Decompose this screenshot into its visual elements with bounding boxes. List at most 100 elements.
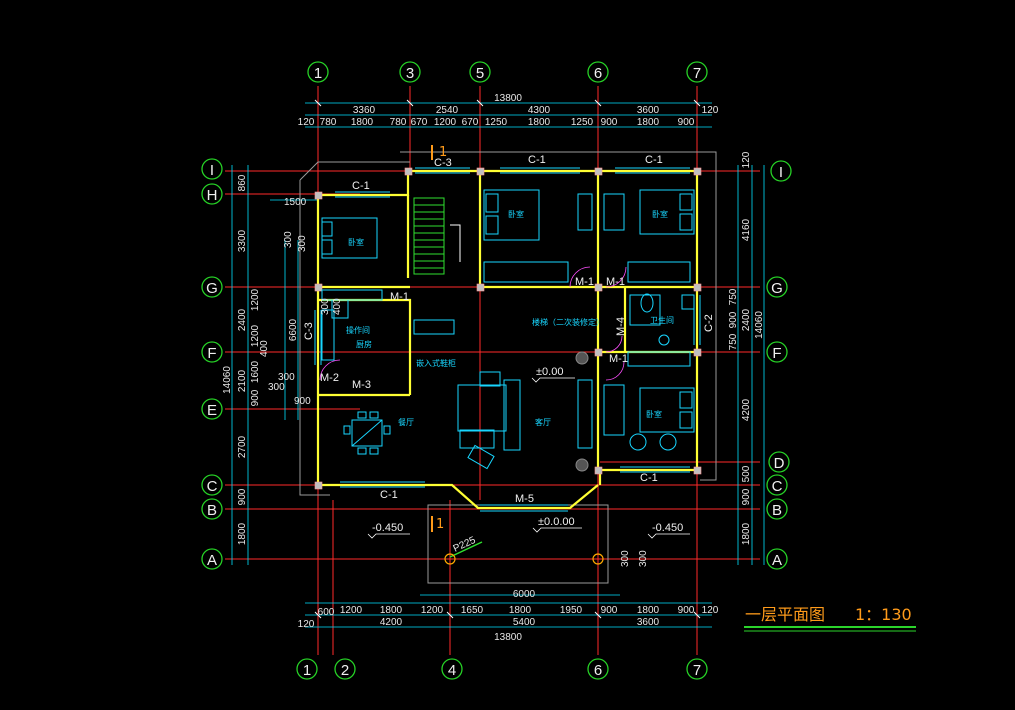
room-labels: 卧室 卧室 卧室 卧室 厨房 操作间 餐厅 客厅 卫生间 楼梯（二次装修定） 嵌… [346,209,674,427]
label-c1-right-bottom: C-1 [640,472,658,484]
label-c1-top-right: C-1 [645,154,663,166]
dim-top-edge-left: 120 [298,117,315,128]
columns-round [575,351,589,472]
dim-top-r2-10: 1800 [637,117,660,128]
dim-right-inner-1: 900 [728,311,739,328]
dim-bottom-r2-9: 900 [678,605,695,616]
dim-left-2: 2400 [237,308,248,331]
dim-top-total: 13800 [494,93,522,104]
axis-bottom-4: 4 [448,662,456,679]
section-mark-top: 1 [439,145,447,160]
room-bedroom-left: 卧室 [348,237,364,247]
level-marks: ±0.00 ±0.0.00 -0.450 -0.450 [367,366,690,539]
label-c3-left: C-3 [303,322,315,340]
room-shoe-cabinet: 嵌入式鞋柜 [416,358,456,368]
label-m1-kitchen: M-1 [390,291,409,303]
axis-right-F: F [772,345,781,362]
dim-left-inner-1: 1200 [250,324,261,347]
axis-left-H: H [207,187,218,204]
label-c1-top-mid: C-1 [528,154,546,166]
dim-bottom-r2-3: 1200 [421,605,444,616]
dim-bottom-r1-2: 3600 [637,617,660,628]
dim-top-r2-1: 1800 [351,117,374,128]
room-dining: 餐厅 [398,418,414,427]
dim-left-inner-2: 1600 [250,360,261,383]
dimension-lines [231,99,765,628]
axis-top-3: 3 [406,65,414,82]
room-bedroom-mid: 卧室 [508,209,524,219]
label-m1-bed-right: M-1 [606,276,625,288]
dim-right-total: 14060 [754,311,765,339]
label-m1-guest: M-1 [609,353,628,365]
dim-bottom-r2-5: 1800 [509,605,532,616]
dimension-text-right: 120 4160 2400 4200 500 900 1800 14060 75… [728,151,765,545]
columns [314,167,702,490]
dim-misc-300a: 300 [283,231,294,248]
dim-top-r1-1: 2540 [436,105,459,116]
dim-misc-300g: 300 [638,550,649,567]
dim-right-inner-2: 750 [728,333,739,350]
dim-misc-p225: P225 [452,535,478,555]
dim-top-r1-0: 3360 [353,105,376,116]
dim-left-inner-3: 900 [250,389,261,406]
dim-bottom-r1-1: 5400 [513,617,536,628]
dim-misc-400b: 400 [259,340,270,357]
dim-misc-300b: 300 [297,235,308,252]
room-operation: 操作间 [346,325,370,335]
dim-top-r1-3: 3600 [637,105,660,116]
dim-bottom-total: 13800 [494,632,522,643]
dim-misc-900: 900 [294,396,311,407]
dim-left-4: 2700 [237,435,248,458]
axis-top-6: 6 [594,65,602,82]
drawing-scale: 1：130 [855,605,912,624]
axis-right-I: I [779,164,783,181]
dim-left-total: 14060 [222,366,233,394]
drawing-title: 一层平面图 [745,605,825,624]
dim-left-0: 860 [237,174,248,191]
dim-bottom-r2-4: 1650 [461,605,484,616]
label-m1-bed-mid: M-1 [575,276,594,288]
label-c1-bottom-left: C-1 [380,489,398,501]
dim-left-5: 900 [237,488,248,505]
dim-right-6: 1800 [741,522,752,545]
dim-left-inner-0: 1200 [250,288,261,311]
label-m5: M-5 [515,493,534,505]
label-m2: M-2 [320,372,339,384]
dim-bottom-edge-left: 120 [298,619,315,630]
dim-bottom-r2-0: 600 [318,607,335,618]
dim-bottom-r2-1: 1200 [340,605,363,616]
dim-left-1: 3300 [237,229,248,252]
column-bottom-left [444,553,456,565]
dim-right-3: 4200 [741,398,752,421]
door-swings [319,266,627,381]
axis-bottom-6: 6 [594,662,602,679]
dimension-text-misc: 1500 300 300 300 400 300 900 400 300 300… [259,197,649,567]
staircase [413,197,461,275]
axis-left-C: C [207,478,218,495]
room-bedroom-right: 卧室 [652,209,668,219]
axis-left-E: E [207,402,217,419]
axis-left-F: F [207,345,216,362]
axis-bottom-2: 2 [341,662,349,679]
dim-misc-400a: 400 [332,298,343,315]
axis-right-A: A [772,552,782,569]
dim-top-r2-9: 900 [601,117,618,128]
dim-bottom-r2-6: 1950 [560,605,583,616]
dim-right-4: 500 [741,465,752,482]
column-bottom-right [592,553,604,565]
room-guest: 卧室 [646,409,662,419]
dim-top-r2-5: 670 [462,117,479,128]
dimension-text-bottom: 6000 600 1200 1800 1200 1650 1800 1950 9… [298,589,719,643]
door-window-labels: C-1 C-1 C-1 C-1 C-1 C-3 C-3 C-2 M-1 M-1 … [303,154,715,505]
axis-left-G: G [206,280,218,297]
dim-misc-300c: 300 [320,298,331,315]
label-c2-right: C-2 [703,314,715,332]
axis-top-1: 1 [314,65,322,82]
room-stair-note: 楼梯（二次装修定） [532,317,604,327]
p225-line [449,541,483,558]
dim-top-r2-0: 780 [320,117,337,128]
level-left: -0.450 [372,522,403,534]
label-c1-left: C-1 [352,180,370,192]
dim-left-3: 2100 [237,369,248,392]
axis-top-7: 7 [693,65,701,82]
